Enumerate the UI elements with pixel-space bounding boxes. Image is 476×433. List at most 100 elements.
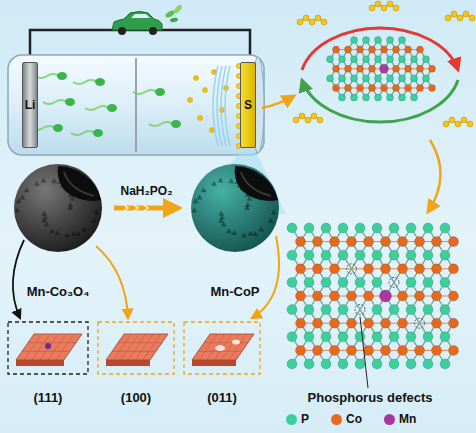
sulfur-atom	[455, 121, 461, 127]
atom	[440, 223, 450, 233]
vacancy	[232, 340, 240, 345]
surface-grain	[71, 231, 77, 236]
atom	[380, 290, 392, 302]
atom	[321, 250, 331, 260]
atom	[313, 291, 323, 301]
surface-grain	[197, 195, 203, 200]
atom	[440, 305, 450, 315]
surface-grain	[226, 228, 232, 233]
surface-grain	[54, 230, 60, 235]
atom	[380, 64, 389, 73]
atom	[393, 65, 400, 72]
atom	[338, 223, 348, 233]
phosphorus-defect	[355, 305, 365, 315]
surface-grain	[268, 218, 274, 223]
plane-grid	[207, 334, 225, 360]
atom	[355, 359, 365, 369]
surface-grain	[245, 202, 251, 207]
surface-grain	[228, 178, 234, 183]
zoom-arrow	[262, 96, 294, 108]
atom	[333, 65, 340, 72]
sulfur-atom	[445, 15, 451, 21]
atom	[381, 345, 391, 355]
atom	[351, 56, 358, 63]
chevron	[144, 205, 148, 211]
atom	[411, 75, 418, 82]
atom	[347, 291, 357, 301]
legend-text: Mn	[399, 412, 416, 426]
plane-grid	[214, 334, 232, 360]
atom	[387, 94, 394, 101]
sulfur-atom	[305, 117, 311, 123]
ion-tail	[133, 90, 157, 94]
surface-grain	[231, 230, 237, 235]
lattice-bonds	[292, 228, 454, 364]
atom	[363, 75, 370, 82]
car-wheel	[118, 27, 126, 35]
polysulfide	[194, 76, 199, 81]
atom	[364, 345, 374, 355]
shell	[191, 164, 279, 252]
atom	[364, 264, 374, 274]
car-window	[131, 14, 150, 18]
ion-tail	[35, 74, 59, 78]
atom	[415, 345, 425, 355]
car-body	[112, 12, 162, 31]
li-ion	[93, 129, 103, 137]
surface-grain	[191, 207, 197, 212]
atom	[375, 75, 382, 82]
atom	[369, 46, 376, 53]
surface-grain	[41, 178, 47, 183]
crystal-plane	[106, 334, 168, 360]
plane-grid	[143, 334, 161, 360]
atom	[357, 85, 364, 92]
plane-arrow	[96, 246, 128, 318]
surface-grain	[51, 178, 57, 183]
ion-tail	[43, 100, 67, 104]
surface-grain	[20, 195, 26, 200]
sulfur-atom	[321, 19, 327, 25]
lithium-anode: Li	[22, 62, 38, 148]
atom	[296, 237, 306, 247]
atom	[330, 291, 340, 301]
sulfur-atom	[375, 1, 381, 7]
plane-grid	[56, 334, 74, 360]
atom	[375, 56, 382, 63]
atom	[417, 85, 424, 92]
plane-grid	[199, 334, 217, 360]
atom	[304, 305, 314, 315]
plane-arrow	[13, 240, 24, 318]
plane-grid	[28, 342, 76, 343]
legend-text: Co	[346, 412, 362, 426]
atom	[372, 305, 382, 315]
atom	[405, 46, 412, 53]
leaf	[164, 9, 175, 18]
atom	[339, 56, 346, 63]
atom	[375, 94, 382, 101]
plane-grid	[112, 351, 156, 352]
leader-line	[360, 317, 368, 388]
atom	[406, 305, 416, 315]
atom	[381, 318, 391, 328]
ion-tail	[149, 122, 173, 126]
surface-grain	[34, 181, 40, 186]
atom	[389, 359, 399, 369]
atom	[369, 65, 376, 72]
sulfur-atom	[293, 117, 299, 123]
atom	[417, 46, 424, 53]
atom	[313, 318, 323, 328]
atom	[345, 46, 352, 53]
atom	[330, 345, 340, 355]
ion-tail	[71, 131, 95, 135]
atom	[304, 250, 314, 260]
atom	[398, 264, 408, 274]
sulfur-atom	[369, 5, 375, 11]
plane-grid	[135, 334, 153, 360]
mn-co3o4-sphere: Mn-Co₃O₄	[8, 160, 108, 299]
atom	[321, 277, 331, 287]
atom	[449, 237, 459, 247]
sphere-graphic	[8, 160, 108, 256]
legend-swatch	[384, 414, 395, 425]
li-ion	[107, 104, 117, 112]
